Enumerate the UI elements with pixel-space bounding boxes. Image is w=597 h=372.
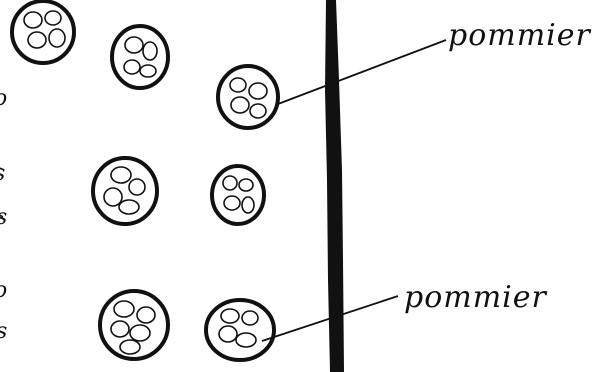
- tree-canopy-r1c1: [12, 1, 74, 63]
- edge-mark-5: s: [0, 321, 7, 343]
- tree-canopy-r3c2: [100, 291, 168, 359]
- label-pommier-bottom: pommier: [404, 280, 547, 315]
- tree-canopy-r3c3: [206, 300, 274, 360]
- tree-canopy-r1c2: [112, 26, 168, 88]
- tree-canopy-r2c2: [93, 158, 157, 224]
- edge-mark-2: s: [0, 163, 5, 185]
- edge-mark-4: o: [0, 280, 7, 302]
- label-pommier-top: pommier: [448, 18, 591, 53]
- leader-line-top: [278, 40, 446, 104]
- tree-canopy-r1c3: [218, 66, 278, 128]
- tree-canopy-r2c3: [212, 166, 264, 224]
- edge-mark-3: s: [0, 207, 7, 229]
- edge-mark-1: o: [0, 88, 7, 110]
